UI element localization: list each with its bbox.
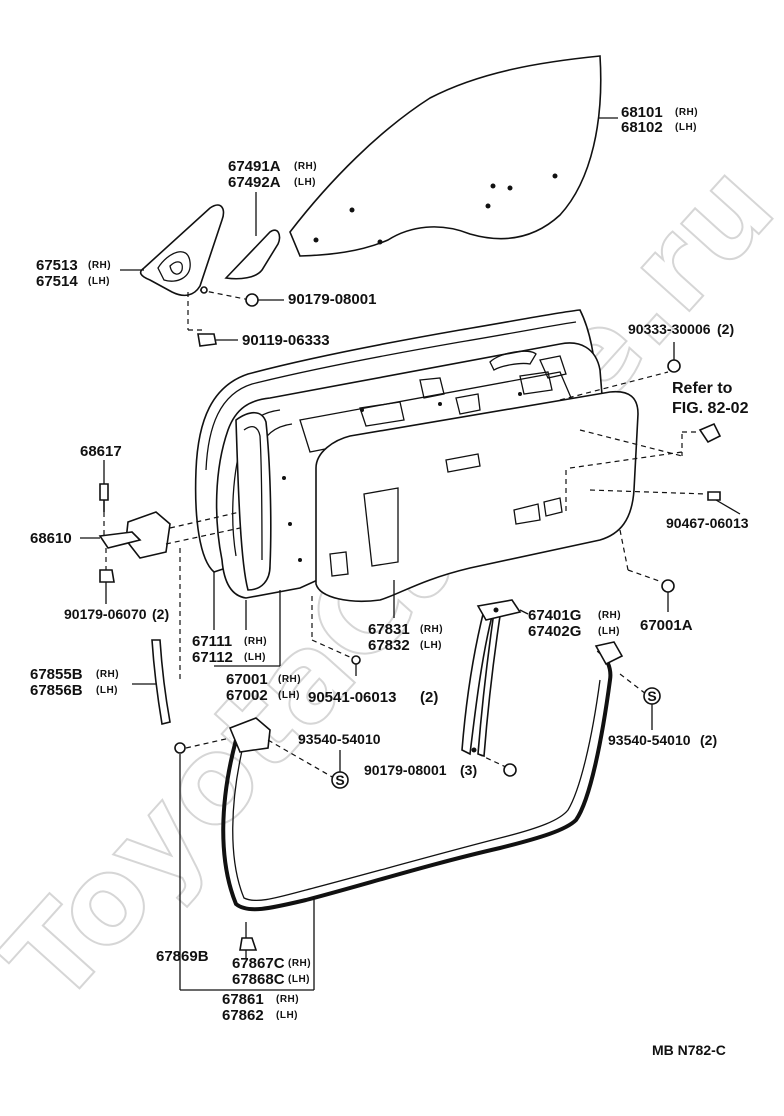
label-68617: 68617 [80,443,122,460]
label-67831: 67831 (RH) 67832 (LH) [368,621,443,654]
svg-text:67868C: 67868C [232,971,285,988]
svg-text:68610: 68610 [30,530,72,547]
label-90119-06333: 90119-06333 [242,332,330,349]
svg-text:(RH): (RH) [294,161,317,172]
mirror-base-drawing [120,204,284,347]
label-67855b: 67855B (RH) 67856B (LH) [30,666,119,699]
label-90333-30006: 90333-30006 (2) [628,321,734,337]
svg-text:90179-08001: 90179-08001 [364,762,447,778]
svg-text:(RH): (RH) [88,260,111,271]
label-68101: 68101 (RH) 68102 (LH) [621,104,698,136]
svg-text:90179-06070: 90179-06070 [64,606,147,622]
svg-text:67002: 67002 [226,687,268,704]
svg-text:(RH): (RH) [278,674,301,685]
svg-text:(LH): (LH) [276,1010,298,1021]
svg-text:67513: 67513 [36,257,78,274]
svg-text:(RH): (RH) [244,636,267,647]
svg-text:FIG. 82-02: FIG. 82-02 [672,400,749,417]
label-90179-06070: 90179-06070 (2) [64,606,169,622]
svg-text:93540-54010: 93540-54010 [298,731,381,747]
label-93540-54010-right: 93540-54010 (2) [608,732,717,748]
svg-text:(LH): (LH) [294,177,316,188]
label-93540-54010-left: 93540-54010 [298,731,381,747]
label-67513: 67513 (RH) 67514 (LH) [36,257,111,290]
svg-text:67001A: 67001A [640,617,693,634]
door-weatherstrip-drawing: S S [174,641,661,991]
svg-text:(RH): (RH) [276,994,299,1005]
label-reference: Refer to FIG. 82-02 [672,380,749,417]
svg-text:(LH): (LH) [96,685,118,696]
label-67001a: 67001A [640,617,693,634]
label-67491a: 67491A (RH) 67492A (LH) [228,158,317,191]
svg-text:(2): (2) [420,689,438,706]
svg-text:67856B: 67856B [30,682,83,699]
label-67001: 67001 (RH) 67002 (LH) [226,671,301,704]
label-67861: 67861 (RH) 67862 (LH) [222,991,299,1024]
svg-text:67855B: 67855B [30,666,83,683]
label-90179-08001-mid: 90179-08001 (3) [364,762,477,778]
svg-text:(LH): (LH) [598,626,620,637]
svg-text:(RH): (RH) [675,107,698,118]
label-90541-06013: 90541-06013 (2) [308,689,438,706]
svg-text:(LH): (LH) [244,652,266,663]
svg-text:67862: 67862 [222,1007,264,1024]
label-67869b: 67869B [156,948,209,965]
svg-text:67492A: 67492A [228,174,281,191]
svg-text:67001: 67001 [226,671,268,688]
seal-mark-left: S [335,772,344,788]
svg-text:(2): (2) [152,606,169,622]
svg-text:(LH): (LH) [288,974,310,985]
svg-text:(RH): (RH) [96,669,119,680]
label-67867c: 67867C (RH) 67868C (LH) [232,955,311,988]
svg-text:90541-06013: 90541-06013 [308,689,396,706]
label-68610: 68610 [30,530,72,547]
label-67111: 67111 (RH) 67112 (LH) [192,633,267,666]
window-regulator-drawing [461,599,529,777]
quarter-glass-drawing [224,192,281,280]
svg-text:93540-54010: 93540-54010 [608,732,691,748]
label-67401g: 67401G (RH) 67402G (LH) [528,607,621,640]
svg-text:68102: 68102 [621,119,663,136]
diagram-code: MB N782-C [652,1042,726,1058]
svg-text:68617: 68617 [80,443,122,460]
door-leaders [213,342,741,676]
svg-text:(RH): (RH) [598,610,621,621]
svg-text:67832: 67832 [368,637,410,654]
svg-text:(RH): (RH) [420,624,443,635]
seal-mark-right: S [647,688,656,704]
svg-text:90467-06013: 90467-06013 [666,515,749,531]
svg-text:90119-06333: 90119-06333 [242,332,330,349]
weatherstrip-small-drawing [132,548,181,725]
hinge-drawing [80,460,241,604]
svg-text:67111: 67111 [192,633,232,650]
svg-text:90179-08001: 90179-08001 [288,291,376,308]
svg-text:(LH): (LH) [88,276,110,287]
svg-text:67869B: 67869B [156,948,209,965]
svg-text:MB N782-C: MB N782-C [652,1042,726,1058]
svg-text:90333-30006: 90333-30006 [628,321,711,337]
svg-text:67401G: 67401G [528,607,581,624]
svg-text:67831: 67831 [368,621,410,638]
svg-text:67491A: 67491A [228,158,281,175]
svg-text:(2): (2) [700,732,717,748]
door-panel-drawing [194,309,639,603]
svg-text:(LH): (LH) [278,690,300,701]
svg-text:67514: 67514 [36,273,78,290]
svg-text:(RH): (RH) [288,958,311,969]
door-glass-drawing [289,55,618,257]
svg-text:(LH): (LH) [420,640,442,651]
svg-text:(3): (3) [460,762,477,778]
label-90179-08001-top: 90179-08001 [288,291,376,308]
svg-text:67112: 67112 [192,649,233,666]
label-90467-06013: 90467-06013 [666,515,749,531]
svg-text:(2): (2) [717,321,734,337]
svg-text:67402G: 67402G [528,623,581,640]
svg-text:67867C: 67867C [232,955,285,972]
svg-text:(LH): (LH) [675,122,697,133]
svg-text:67861: 67861 [222,991,264,1008]
svg-text:68101: 68101 [621,104,663,121]
svg-text:Refer to: Refer to [672,380,733,397]
